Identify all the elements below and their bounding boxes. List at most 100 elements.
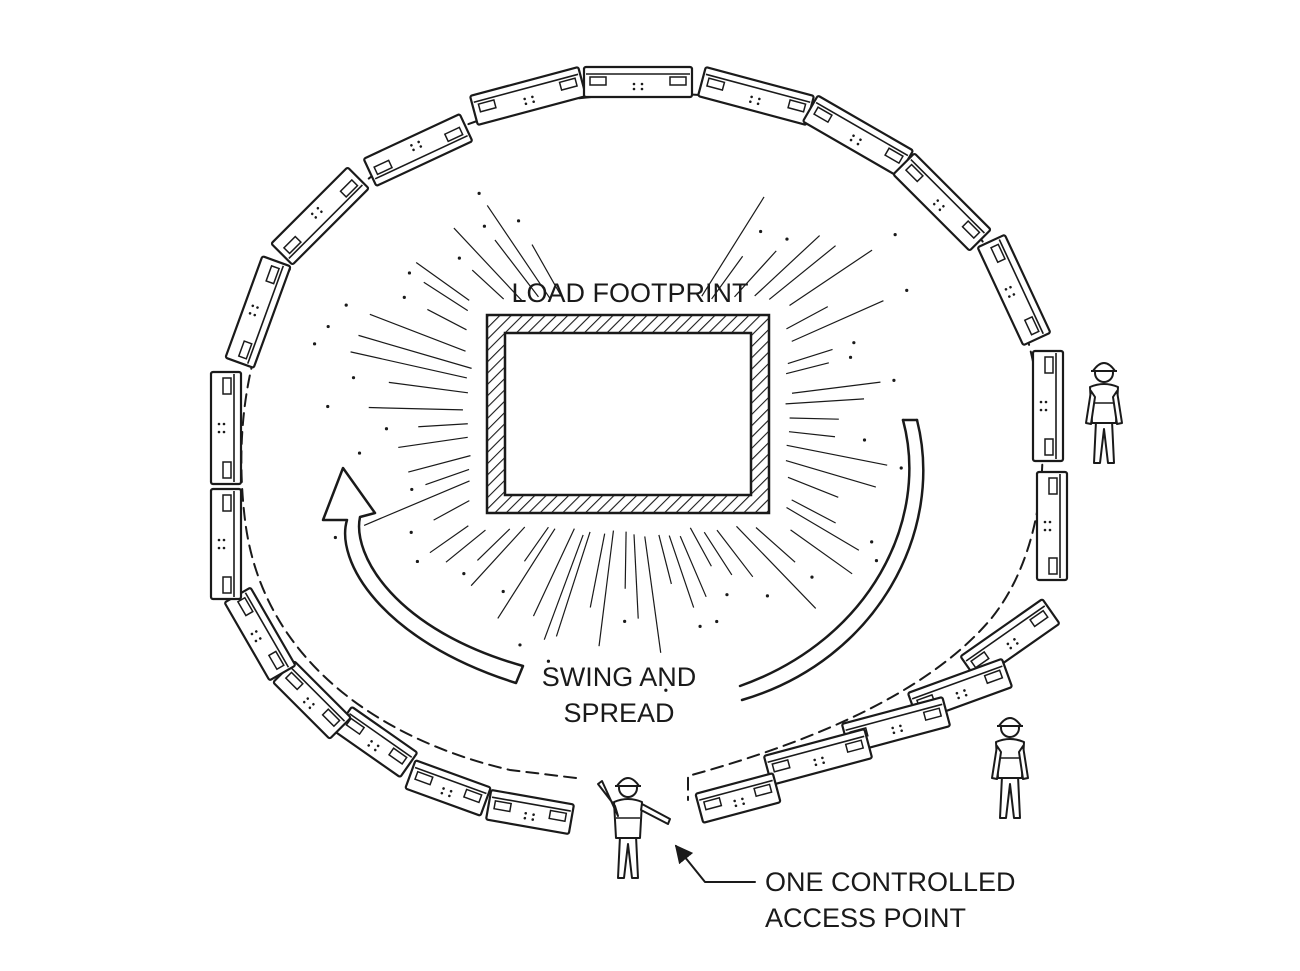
leader-arrow-icon bbox=[674, 844, 756, 883]
debris-dot bbox=[326, 324, 330, 329]
debris-dot bbox=[482, 224, 487, 228]
debris-dot bbox=[516, 219, 521, 223]
barrier-segment bbox=[582, 65, 694, 99]
motion-ray bbox=[786, 444, 888, 466]
debris-dot bbox=[415, 559, 419, 564]
debris-dot bbox=[410, 487, 414, 492]
motion-ray bbox=[786, 507, 860, 551]
debris-dot bbox=[312, 342, 317, 346]
motion-ray bbox=[711, 255, 744, 300]
debris-dot bbox=[892, 378, 896, 383]
motion-ray bbox=[427, 308, 467, 331]
motion-ray bbox=[754, 235, 821, 297]
barrier-segment bbox=[697, 66, 815, 126]
motion-ray bbox=[689, 527, 712, 567]
motion-ray bbox=[668, 535, 695, 608]
barrier-segment bbox=[892, 152, 992, 252]
motion-ray bbox=[716, 529, 754, 578]
motion-ray bbox=[785, 398, 865, 405]
debris-dot bbox=[870, 540, 874, 544]
motion-ray bbox=[408, 455, 471, 473]
debris-dot bbox=[785, 237, 789, 241]
motion-ray bbox=[785, 362, 829, 375]
barrier-segment bbox=[1035, 470, 1069, 582]
motion-ray bbox=[791, 381, 881, 394]
debris-dot bbox=[409, 530, 413, 534]
motion-ray bbox=[423, 281, 469, 312]
barrier-segment bbox=[1031, 349, 1065, 463]
motion-ray bbox=[363, 480, 470, 526]
motion-ray bbox=[555, 531, 591, 637]
person-hardhat-icon bbox=[597, 777, 671, 879]
barrier-segment bbox=[694, 772, 782, 824]
debris-dot bbox=[862, 438, 867, 442]
debris-dot bbox=[402, 295, 406, 300]
load-footprint-label: LOAD FOOTPRINT bbox=[511, 278, 748, 308]
access-point-label-1: ONE CONTROLLED bbox=[765, 867, 1016, 897]
debris-dot bbox=[765, 594, 770, 598]
debris-dot bbox=[501, 589, 505, 594]
motion-ray bbox=[734, 250, 777, 298]
motion-ray bbox=[497, 528, 556, 619]
motion-ray bbox=[486, 205, 551, 299]
swing-arrow bbox=[321, 418, 925, 702]
debris-dot bbox=[698, 624, 702, 629]
debris-dot bbox=[810, 575, 814, 579]
curved-arrow-icon bbox=[321, 466, 525, 685]
motion-ray bbox=[445, 529, 486, 563]
motion-ray bbox=[369, 313, 466, 352]
motion-ray bbox=[658, 534, 672, 585]
motion-ray bbox=[425, 468, 470, 486]
motion-ray bbox=[786, 306, 829, 330]
load-footprint-box bbox=[485, 313, 771, 515]
motion-ray bbox=[791, 499, 836, 524]
motion-ray bbox=[429, 525, 469, 554]
motion-ray bbox=[790, 529, 853, 575]
motion-ray bbox=[679, 535, 707, 598]
motion-ray bbox=[789, 249, 873, 307]
motion-ray bbox=[701, 196, 765, 297]
barrier-segment bbox=[960, 598, 1060, 682]
motion-ray bbox=[418, 423, 468, 428]
swing-spread-label-1: SWING AND bbox=[542, 662, 697, 692]
motion-ray bbox=[398, 436, 468, 449]
motion-ray bbox=[788, 431, 836, 438]
motion-ray bbox=[532, 528, 575, 617]
debris-dot bbox=[715, 619, 719, 624]
motion-ray bbox=[589, 533, 606, 608]
motion-ray bbox=[358, 334, 472, 369]
motion-ray bbox=[476, 528, 511, 561]
debris-dot bbox=[725, 593, 729, 597]
barrier-segment bbox=[209, 370, 243, 486]
barrier-segment bbox=[404, 759, 492, 817]
person-hardhat-icon bbox=[1085, 362, 1123, 464]
barrier-segment bbox=[763, 728, 873, 786]
debris-dot bbox=[874, 558, 879, 563]
motion-ray bbox=[755, 527, 796, 563]
access-point-label-2: ACCESS POINT bbox=[765, 903, 966, 933]
debris-dot bbox=[664, 688, 668, 692]
debris-dot bbox=[457, 256, 461, 260]
motion-rays bbox=[312, 191, 909, 692]
motion-ray bbox=[470, 526, 526, 587]
motion-ray bbox=[791, 300, 884, 342]
motion-ray bbox=[785, 459, 877, 488]
motion-ray bbox=[368, 406, 463, 411]
motion-ray bbox=[531, 244, 563, 298]
motion-ray bbox=[787, 348, 833, 365]
motion-ray bbox=[494, 239, 539, 298]
debris-dot bbox=[407, 271, 412, 275]
motion-ray bbox=[433, 500, 470, 521]
motion-ray bbox=[388, 381, 469, 394]
motion-ray bbox=[768, 245, 836, 300]
debris-dot bbox=[384, 427, 389, 431]
barrier-segment bbox=[224, 587, 296, 681]
barrier-segment bbox=[209, 487, 243, 601]
motion-ray bbox=[624, 531, 627, 589]
motion-ray bbox=[415, 262, 470, 301]
motion-ray bbox=[543, 534, 584, 640]
debris-dot bbox=[623, 619, 627, 623]
barrier-segment bbox=[977, 234, 1051, 346]
person-hardhat-icon bbox=[991, 717, 1029, 819]
